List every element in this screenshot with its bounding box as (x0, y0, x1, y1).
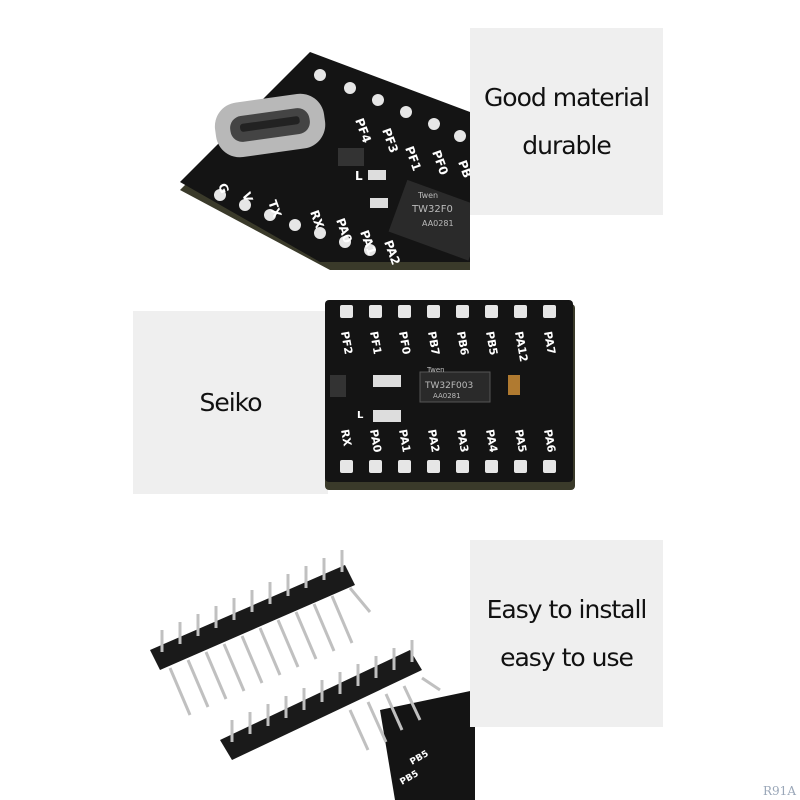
top-board-photo: Twen TW32F0 AA0281 G V TX RX PA0 PA1 PA2… (160, 20, 470, 270)
bottom-pin-label-8: PA6 (541, 428, 558, 453)
chip-text-2: TW32F003 (424, 381, 473, 391)
pin-label-rx: RX (307, 208, 327, 231)
bottom-pin-label-5: PA3 (454, 428, 471, 453)
board-corner (380, 690, 475, 800)
bottom-pin-label-2: PA0 (367, 428, 384, 453)
chip-text-3: AA0281 (422, 219, 454, 228)
chip-text-1: Twen (417, 191, 438, 200)
led-1 (373, 375, 401, 387)
top-pin-label-3: PF0 (396, 330, 413, 355)
pin-header-upper (150, 550, 372, 716)
led-label: L (357, 410, 364, 421)
panel-line: easy to use (500, 642, 634, 672)
feature-panel-seiko: Seiko (133, 311, 328, 494)
middle-board-photo: PF2 PF1 PF0 PB7 PB6 PB5 PA12 PA7 RX PA0 … (325, 300, 575, 490)
pin-headers-svg: PB5 PB5 (150, 550, 475, 800)
bottom-pin-label-7: PA5 (512, 428, 529, 453)
led-2 (370, 198, 388, 208)
pin-pads (214, 69, 466, 256)
panel-line: Good material (483, 82, 650, 112)
bottom-pin-label-6: PA4 (483, 428, 500, 453)
panel-line: Seiko (199, 387, 262, 417)
panel-line: Easy to install (486, 594, 648, 624)
top-pin-label-8: PA7 (541, 330, 558, 355)
feature-panel-install: Easy to install easy to use (470, 540, 663, 727)
top-pin-label-7: PA12 (512, 330, 530, 363)
pin-header-lower (220, 640, 441, 760)
top-pin-label-6: PB5 (483, 330, 500, 356)
top-board-svg: Twen TW32F0 AA0281 G V TX RX PA0 PA1 PA2… (180, 52, 470, 270)
bottom-pins-photo: PB5 PB5 (140, 540, 475, 800)
bottom-pin-label-1: RX (338, 428, 354, 447)
bottom-pin-label-4: PA2 (425, 428, 442, 453)
top-pin-label-5: PB6 (454, 330, 471, 356)
chip: Twen TW32F0 AA0281 (388, 179, 470, 261)
led-2 (373, 410, 401, 422)
panel-line: durable (522, 130, 612, 160)
top-pin-label-1: PF2 (338, 330, 355, 355)
top-pin-label-2: PF1 (367, 330, 384, 355)
feature-panel-durable: Good material durable (470, 28, 663, 215)
pin-label-tx: TX (265, 198, 284, 220)
led-1 (368, 170, 386, 180)
usb-c-connector (214, 93, 326, 158)
watermark: R91A (763, 784, 796, 798)
pin-label-g: G (215, 181, 232, 195)
small-ic (330, 375, 346, 397)
top-pin-label-4: PB7 (425, 330, 442, 356)
chip-text-1: Twen (426, 366, 445, 374)
bottom-pin-label-3: PA1 (396, 428, 413, 453)
chip-text-3: AA0281 (433, 392, 461, 400)
chip-text-2: TW32F0 (411, 204, 453, 215)
chip: Twen TW32F003 AA0281 (419, 366, 491, 403)
small-ic (338, 148, 364, 166)
capacitor (508, 375, 520, 395)
pin-pads (340, 305, 556, 473)
middle-board-svg: PF2 PF1 PF0 PB7 PB6 PB5 PA12 PA7 RX PA0 … (325, 300, 575, 490)
led-label: L (355, 169, 363, 183)
